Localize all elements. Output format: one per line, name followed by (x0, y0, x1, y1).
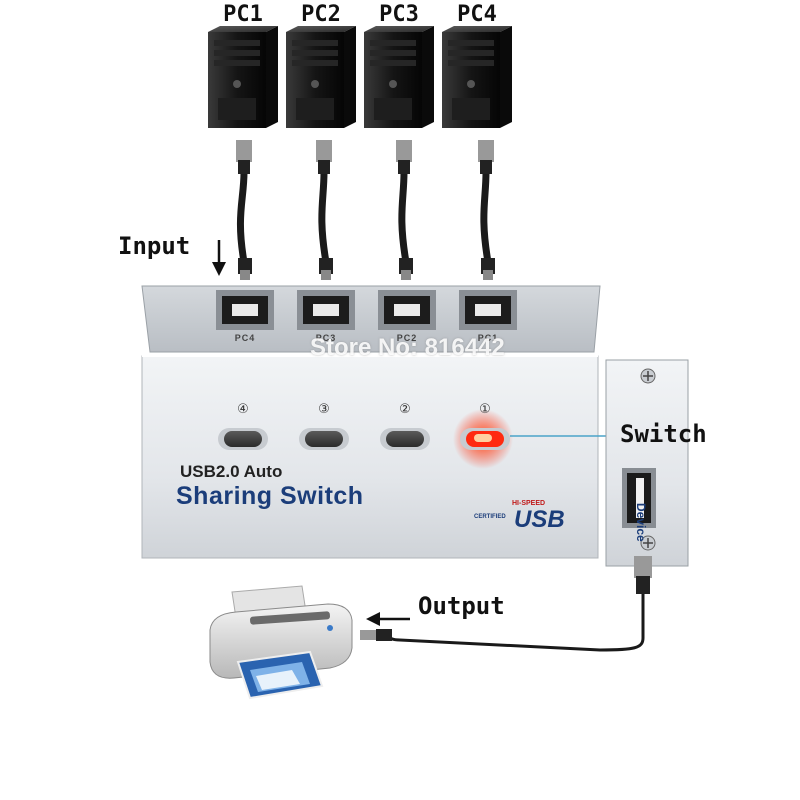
usb-a-device-port (622, 468, 656, 528)
pc-label-3: PC3 (379, 2, 419, 27)
store-watermark: Store No: 816442 (310, 334, 505, 361)
port-label-pc1: PC1 (477, 333, 499, 343)
select-button-1-active (453, 409, 513, 469)
usb-b-port-pc1 (459, 290, 517, 330)
output-callout: Output (418, 592, 505, 620)
button-number-3: ③ (318, 402, 330, 417)
hub-front-panel (141, 355, 616, 559)
button-number-2: ② (399, 402, 411, 417)
usb-logo-side-text: CERTIFIED (474, 514, 506, 520)
pc-label-2: PC2 (301, 2, 341, 27)
usb-hi-speed-logo: HI-SPEED CERTIFIED USB (474, 500, 574, 534)
output-arrow-icon (366, 612, 410, 626)
usb-logo-main-text: USB (514, 506, 565, 533)
pc-label-4: PC4 (457, 2, 497, 27)
hub-back-panel (141, 285, 601, 353)
screw-top-icon (640, 368, 656, 384)
screw-bottom-icon (640, 535, 656, 551)
usb-b-port-pc3 (297, 290, 355, 330)
hub-side-panel (605, 359, 689, 567)
device-port-label: Device (634, 503, 648, 542)
select-button-4 (218, 428, 268, 450)
port-label-pc3: PC3 (315, 333, 337, 343)
usb-b-plugs-bottom (238, 258, 495, 280)
pc-tower-3 (364, 26, 434, 128)
pc-tower-2 (286, 26, 356, 128)
button-number-4: ④ (237, 402, 249, 417)
pc-tower-1 (442, 26, 512, 128)
input-callout: Input (118, 232, 191, 260)
output-cable (360, 556, 652, 652)
pc-tower-4 (208, 26, 278, 128)
port-label-pc4: PC4 (234, 333, 256, 343)
switch-callout: Switch (620, 420, 707, 448)
input-arrow-icon (212, 240, 226, 276)
input-cables (236, 171, 492, 263)
select-button-2 (380, 428, 430, 450)
usb-b-port-pc2 (378, 290, 436, 330)
model-line: USB2.0 Auto (180, 462, 283, 481)
usb-logo-top-text: HI-SPEED (512, 500, 546, 507)
button-number-1: ① (479, 402, 491, 417)
select-button-3 (299, 428, 349, 450)
pc-label-1: PC1 (223, 2, 263, 27)
product-name: Sharing Switch (176, 482, 364, 510)
printer (209, 585, 353, 700)
port-label-pc2: PC2 (396, 333, 418, 343)
usb-b-port-pc4 (216, 290, 274, 330)
usb-a-plugs-top (236, 140, 494, 174)
